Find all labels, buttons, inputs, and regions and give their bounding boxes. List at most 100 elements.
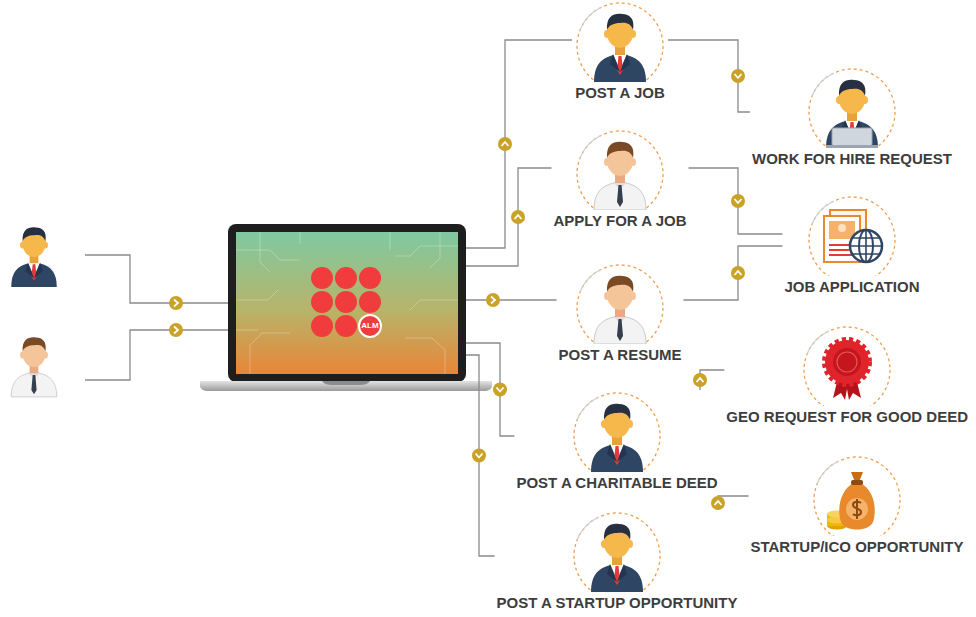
logo-dots-part (311, 291, 333, 313)
marker-chevron (476, 454, 483, 458)
connector (689, 168, 783, 234)
ring-arc (817, 461, 839, 484)
node-label: WORK FOR HIRE REQUEST (750, 150, 954, 167)
marker-chevron (502, 142, 509, 146)
dashed-ring (577, 131, 663, 210)
node-label: POST A CHARITABLE DEED (514, 474, 719, 491)
connector (466, 168, 552, 266)
role-node: JOB APPLICATION (782, 194, 921, 295)
marker-disc (498, 137, 512, 151)
role-icon (572, 0, 668, 82)
person-figure (594, 14, 646, 82)
person-figure (591, 404, 643, 472)
marker-chevron (697, 378, 704, 382)
circuit-traces (236, 232, 458, 374)
flow-marker (511, 210, 525, 224)
flow-marker (731, 266, 745, 280)
circuit-traces-part (250, 333, 290, 374)
connector (466, 355, 495, 556)
role-icon (572, 128, 668, 210)
person-figure (594, 142, 646, 210)
marker-chevron (715, 501, 722, 505)
marker-chevron (491, 297, 495, 304)
left-user-markers-part (174, 300, 178, 307)
role-node: WORK FOR HIRE REQUEST (750, 66, 954, 167)
ring-arc (577, 397, 599, 420)
marker-disc (511, 210, 525, 224)
flow-marker (498, 137, 512, 151)
left-user-markers (169, 296, 183, 337)
marker-disc (486, 293, 500, 307)
ring-arc (580, 135, 602, 158)
laptop-part (200, 381, 492, 391)
laptop-part (236, 232, 458, 374)
ring-arc (580, 269, 602, 292)
flow-marker (693, 373, 707, 387)
role-icon (804, 194, 900, 276)
logo-dots-part (311, 315, 333, 337)
logo-dots-part (335, 267, 357, 289)
flow-marker (731, 69, 745, 83)
flow-marker (711, 496, 725, 510)
role-node: APPLY FOR A JOB (551, 128, 688, 229)
person-figure (824, 210, 882, 262)
left-user-markers-part (174, 327, 178, 334)
left-user-wires-part (85, 255, 228, 303)
person-figure (594, 276, 646, 344)
person-figure (826, 80, 878, 148)
role-icon (569, 510, 665, 592)
dashed-ring (574, 393, 660, 472)
role-node: STARTUP/ICO OPPORTUNITY (748, 454, 965, 555)
logo-dots (311, 267, 381, 337)
node-label: STARTUP/ICO OPPORTUNITY (748, 538, 965, 555)
flow-marker (731, 194, 745, 208)
role-node: POST A CHARITABLE DEED (514, 390, 719, 491)
flow-marker (472, 449, 486, 463)
node-label: POST A JOB (573, 84, 667, 101)
ring-arc (812, 73, 834, 96)
node-label: JOB APPLICATION (782, 278, 921, 295)
logo-dots-part (335, 315, 357, 337)
dashed-ring (577, 265, 663, 344)
ring-arc (580, 7, 602, 30)
left-user-shirt (11, 337, 57, 397)
marker-disc (693, 373, 707, 387)
laptop-screen: ALM (228, 224, 466, 382)
ring-arc (577, 517, 599, 540)
logo-text: ALM (358, 314, 382, 338)
node-label: POST A STARTUP OPPORTUNITY (495, 594, 740, 611)
logo-dots-part (359, 291, 381, 313)
role-icon (799, 324, 895, 406)
role-icon (569, 390, 665, 472)
role-node: POST A RESUME (556, 262, 683, 363)
dashed-ring (814, 457, 900, 536)
role-icon (804, 66, 900, 148)
marker-disc (731, 69, 745, 83)
circuit-traces-part (260, 232, 270, 272)
person-figure (827, 472, 875, 530)
left-user-markers-part (169, 323, 183, 337)
left-user-wires (85, 255, 228, 380)
connector (668, 40, 750, 112)
dashed-ring (809, 69, 895, 148)
marker-chevron (497, 388, 504, 392)
laptop-part (228, 224, 466, 382)
circuit-traces-part (410, 300, 458, 310)
circuit-traces-part (236, 290, 278, 300)
node-label: GEO REQUEST FOR GOOD DEED (724, 408, 970, 425)
dashed-ring (577, 3, 663, 82)
laptop-part (322, 381, 370, 385)
marker-disc (711, 496, 725, 510)
flow-marker (486, 293, 500, 307)
role-icon (572, 262, 668, 344)
role-node: POST A JOB (572, 0, 668, 101)
person-figure (591, 524, 643, 592)
marker-chevron (735, 199, 742, 203)
role-node: GEO REQUEST FOR GOOD DEED (724, 324, 970, 425)
circuit-traces-part (395, 246, 458, 256)
marker-disc (472, 449, 486, 463)
connector (684, 246, 783, 300)
role-node: POST A STARTUP OPPORTUNITY (495, 510, 740, 611)
dashed-ring (809, 197, 895, 276)
